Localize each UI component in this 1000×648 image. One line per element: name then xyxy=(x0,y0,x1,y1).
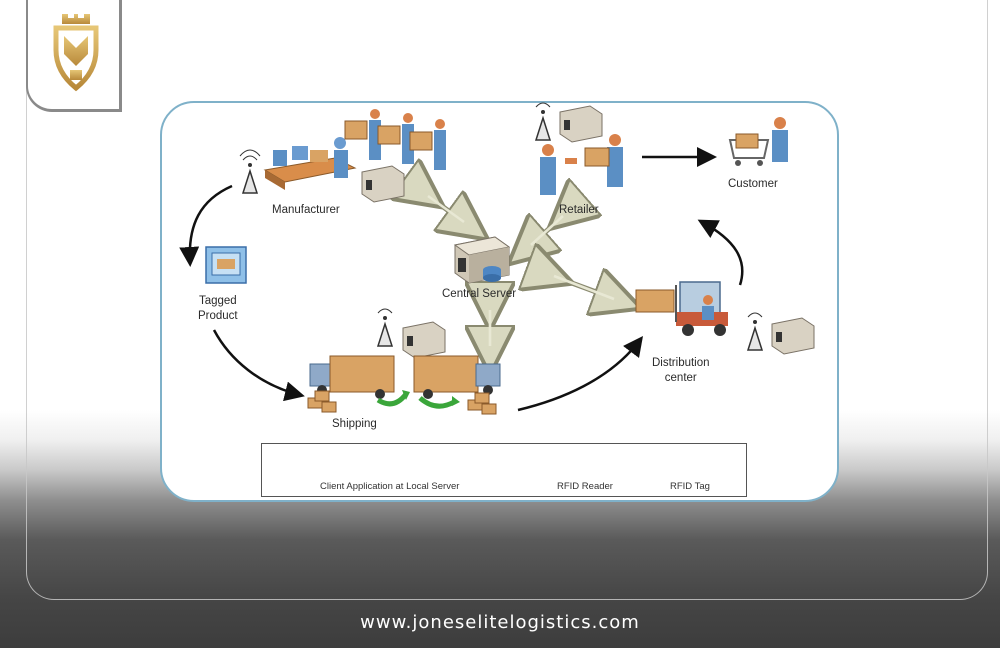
legend-label-client-app: Client Application at Local Server xyxy=(320,481,460,492)
label-retailer: Retailer xyxy=(559,204,599,216)
distribution-center-illustration xyxy=(635,281,815,355)
label-central-server: Central Server xyxy=(442,288,517,300)
label-manufacturer: Manufacturer xyxy=(272,204,340,216)
legend-box: Client Application at Local Server RFID … xyxy=(261,443,747,497)
central-server-icon xyxy=(453,236,511,284)
manufacturer-illustration xyxy=(239,109,446,203)
arrow-shipping-to-distribution xyxy=(517,336,644,412)
arrow-distribution-to-customer xyxy=(697,219,744,286)
rfid-tag-product-icon xyxy=(205,246,247,284)
legend-label-rfid-reader: RFID Reader xyxy=(557,481,613,492)
label-shipping: Shipping xyxy=(332,418,377,430)
arrow-tag-to-shipping xyxy=(212,329,305,402)
page-frame-line xyxy=(26,0,988,600)
double-arrows xyxy=(424,193,618,350)
label-distribution-center: Distribution center xyxy=(652,357,710,384)
customer-illustration xyxy=(728,117,788,166)
arrow-manufacturer-to-tag xyxy=(179,184,233,267)
gold-crest-logo-icon xyxy=(53,14,99,92)
label-tagged-product: Tagged Product xyxy=(198,295,238,322)
legend-label-rfid-tag: RFID Tag xyxy=(670,481,710,492)
retailer-illustration xyxy=(534,102,623,195)
label-customer: Customer xyxy=(728,178,778,190)
logo-tab[interactable] xyxy=(26,0,122,112)
website-url[interactable]: www.joneselitelogistics.com xyxy=(360,612,640,633)
shipping-illustration xyxy=(307,308,501,415)
